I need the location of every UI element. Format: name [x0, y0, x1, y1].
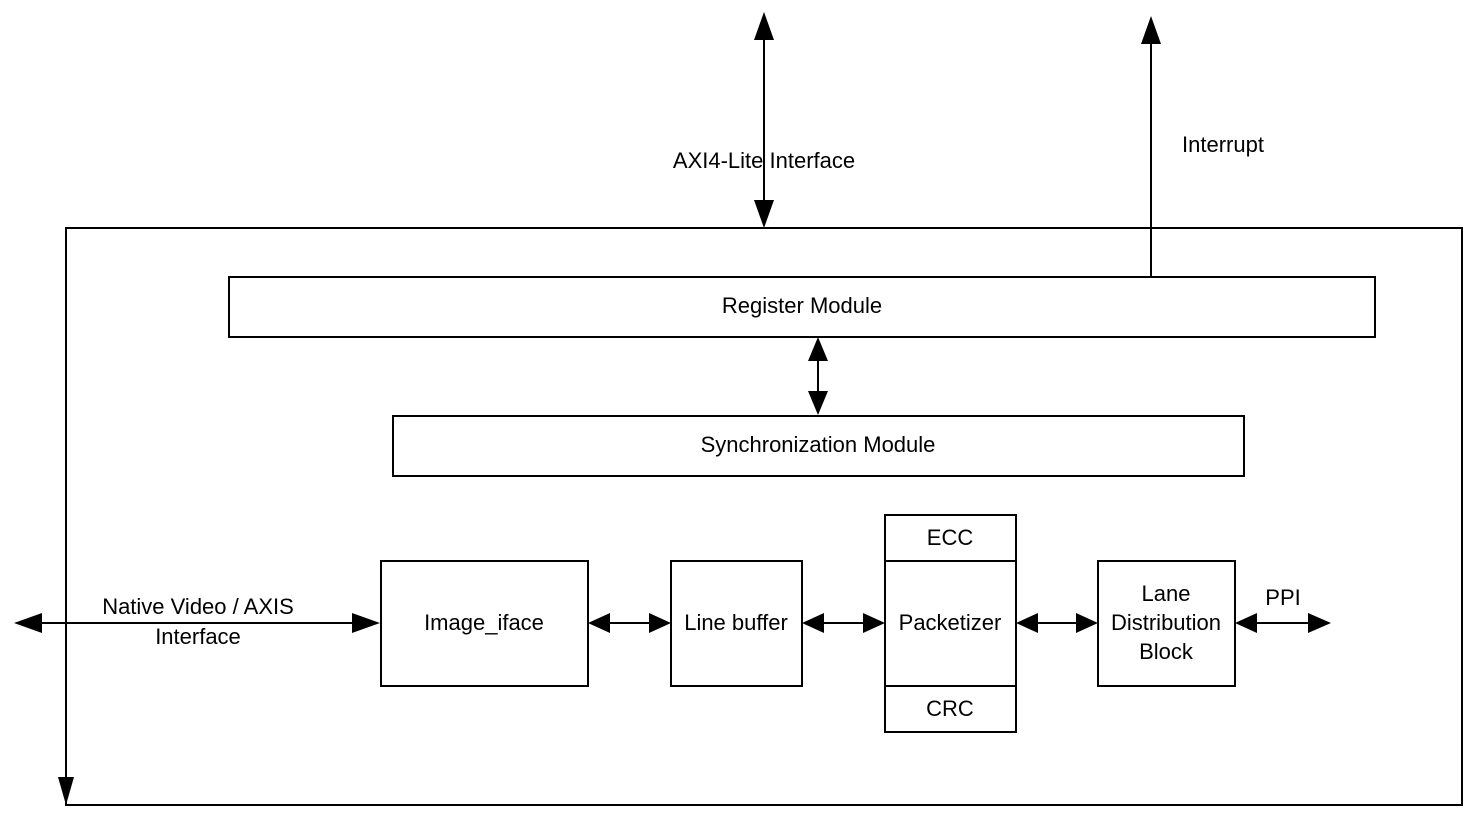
register-module-label: Register Module: [722, 293, 882, 318]
register-module-box: [228, 276, 1376, 338]
crc-label: CRC: [926, 696, 974, 721]
native-video-label-line1: Native Video / AXIS: [102, 594, 294, 619]
image-iface-label: Image_iface: [424, 610, 544, 635]
interrupt-label: Interrupt: [1182, 132, 1264, 157]
image-linebuffer-arrow: [588, 613, 671, 633]
line-buffer-label: Line buffer: [684, 610, 788, 635]
packetizer-lane-arrow: [1016, 613, 1098, 633]
ppi-label: PPI: [1265, 585, 1300, 610]
axi4-lite-arrow: [754, 12, 774, 228]
packetizer-box: [884, 560, 1017, 687]
ecc-label: ECC: [927, 525, 974, 550]
packetizer-label: Packetizer: [899, 610, 1002, 635]
register-sync-arrow: [808, 337, 828, 415]
lane-distribution-label-line3: Block: [1139, 639, 1194, 664]
line-buffer-box: [670, 560, 803, 687]
synchronization-module-label: Synchronization Module: [701, 432, 936, 457]
linebuffer-packetizer-arrow: [802, 613, 885, 633]
crc-box: [884, 685, 1017, 733]
lane-distribution-label-line2: Distribution: [1111, 610, 1221, 635]
native-video-label-line2: Interface: [155, 624, 241, 649]
ppi-arrow: [1235, 613, 1331, 633]
lane-distribution-box: [1097, 560, 1236, 687]
left-vertical-arrow: [58, 228, 74, 805]
synchronization-module-box: [392, 415, 1245, 477]
axi4-lite-label: AXI4-Lite Interface: [673, 148, 855, 173]
image-iface-box: [380, 560, 589, 687]
lane-distribution-label-line1: Lane: [1142, 581, 1191, 606]
ecc-box: [884, 514, 1017, 562]
native-video-arrow: [14, 613, 380, 633]
interrupt-arrow: [1141, 16, 1161, 277]
